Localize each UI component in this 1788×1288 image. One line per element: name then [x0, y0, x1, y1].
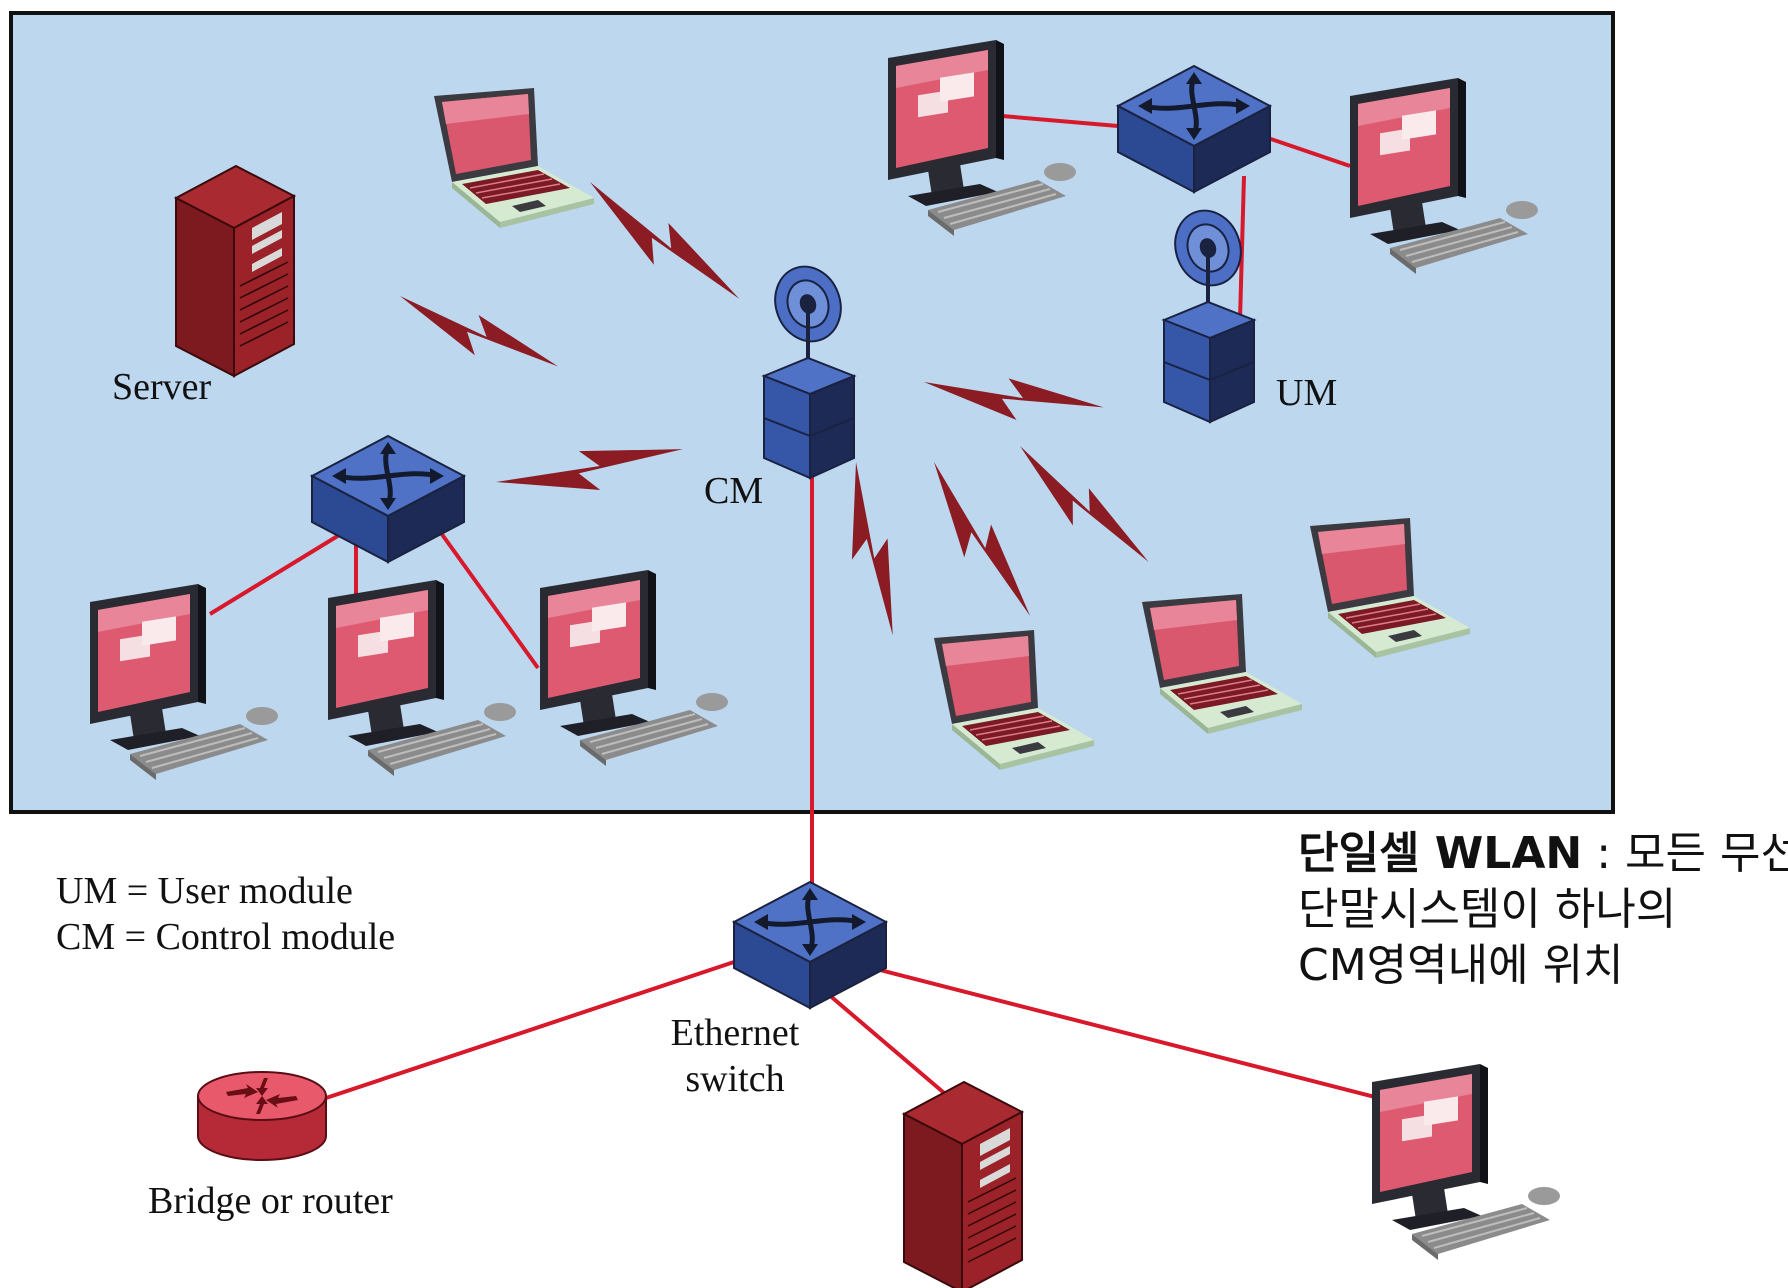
legend-um: UM = User module	[56, 870, 353, 912]
note-line2: 단말시스템이 하나의	[1298, 884, 1677, 935]
description-note: 단일셀 WLAN : 모든 무선 단말시스템이 하나의 CM영역내에 위치	[1298, 826, 1788, 994]
ethernet-switch-label-line2: switch	[685, 1058, 785, 1100]
server-icon	[903, 1081, 1023, 1288]
note-line3: CM영역내에 위치	[1298, 940, 1624, 991]
router-icon	[197, 1071, 327, 1161]
desktop-icon	[1371, 1063, 1561, 1261]
note-line1: 단일셀 WLAN : 모든 무선	[1298, 826, 1788, 882]
um-label: UM	[1276, 372, 1338, 414]
note-line1-rest: : 모든 무선	[1582, 828, 1788, 879]
legend: UM = User module CM = Control module	[56, 868, 395, 960]
ethernet-switch-icon	[734, 882, 886, 1008]
wired-links	[208, 114, 1411, 1108]
cm-label: CM	[704, 470, 764, 512]
ethernet-switch-label: Ethernet switch	[650, 1010, 820, 1102]
legend-cm: CM = Control module	[56, 916, 396, 958]
server-icon	[175, 165, 295, 377]
ethernet-switch-label-line1: Ethernet	[670, 1012, 800, 1054]
note-title: 단일셀 WLAN	[1298, 828, 1583, 879]
bridge-router-label: Bridge or router	[148, 1180, 393, 1222]
server-label: Server	[112, 366, 212, 408]
